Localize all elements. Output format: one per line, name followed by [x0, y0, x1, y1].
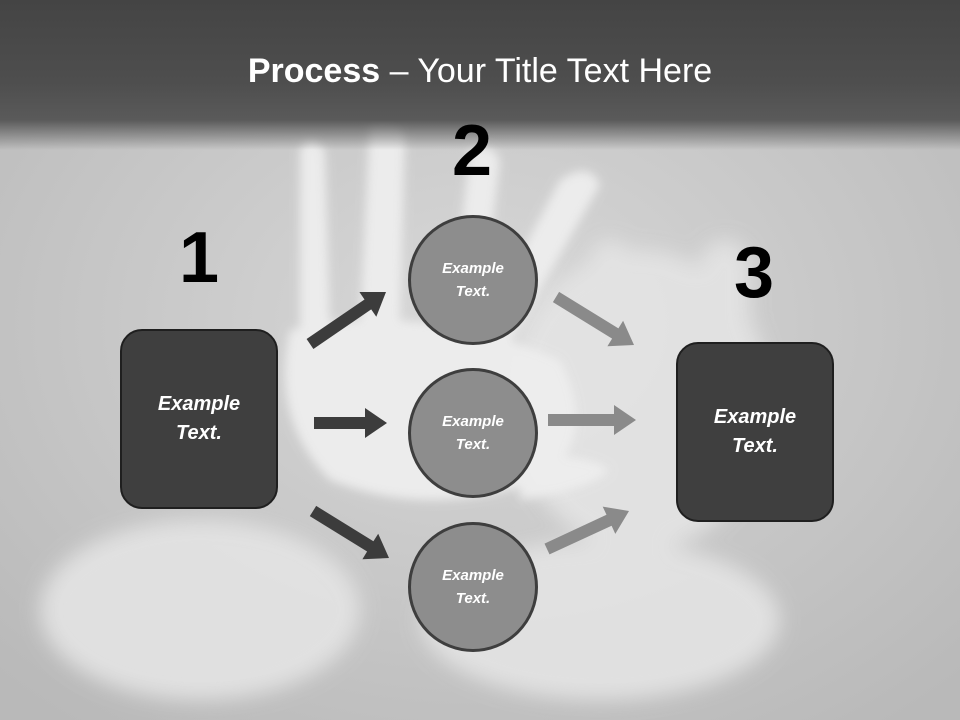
title-bar	[0, 0, 960, 150]
step-number-1: 1	[178, 218, 220, 298]
circle-bottom-line2: Text.	[455, 590, 491, 607]
arrow-to-circle-bottom	[309, 505, 389, 560]
arrow-to-circle-middle	[314, 408, 387, 438]
right-box-line1: Example	[713, 406, 797, 428]
title-rest: – Your Title Text Here	[380, 52, 713, 90]
circle-top-line2: Text.	[455, 283, 491, 300]
circle-middle-line2: Text.	[455, 436, 491, 453]
step-number-3: 3	[733, 233, 775, 313]
circle-bottom-line1: Example	[442, 567, 504, 584]
arrow-to-circle-top	[306, 292, 386, 349]
arrow-from-circle-middle	[548, 405, 636, 435]
circle-top-line1: Example	[442, 260, 504, 277]
circle-middle-line1: Example	[442, 413, 504, 430]
arrow-from-circle-top	[552, 291, 634, 347]
step-number-2: 2	[451, 111, 493, 191]
left-box-line1: Example	[157, 393, 241, 415]
arrow-from-circle-bottom	[544, 506, 629, 555]
right-box-line2: Text.	[732, 435, 778, 457]
title-bold: Process	[247, 52, 381, 90]
slide-title: Process – Your Title Text Here	[0, 52, 960, 91]
left-box-line2: Text.	[176, 422, 222, 444]
